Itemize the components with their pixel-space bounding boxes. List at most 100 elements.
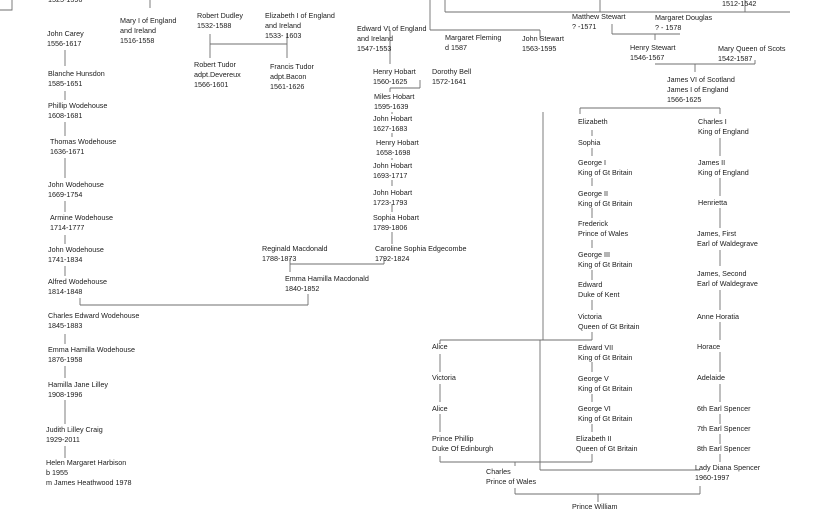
- person-line: James, Second: [697, 269, 747, 278]
- person-line: 1693-1717: [373, 171, 408, 180]
- person-alice-2: Alice: [432, 404, 448, 414]
- person-line: 1960-1997: [695, 473, 730, 482]
- person-line: 1516-1558: [120, 36, 155, 45]
- person-line: George II: [578, 189, 608, 198]
- person-line: George III: [578, 250, 610, 259]
- person-line: Duke of Kent: [578, 290, 620, 299]
- person-line: 1525-1596: [48, 0, 82, 5]
- person-line: John Stewart: [522, 34, 564, 43]
- person-line: Frederick: [578, 219, 608, 228]
- person-line: King of England: [698, 168, 749, 177]
- person-line: Queen of Gt Britain: [578, 322, 640, 331]
- person-line: 1533- 1603: [265, 31, 302, 40]
- person-line: Armine Wodehouse: [50, 213, 113, 222]
- person-line: King of Gt Britain: [578, 414, 633, 423]
- person-line: Thomas Wodehouse: [50, 137, 117, 146]
- person-line: Alice: [432, 342, 448, 351]
- person-line: King of Gt Britain: [578, 384, 633, 393]
- person-line: Caroline Sophia Edgecombe: [375, 244, 467, 253]
- person-line: Blanche Hunsdon: [48, 69, 105, 78]
- person-elizabeth: Elizabeth: [578, 117, 608, 127]
- person-line: and Ireland: [265, 21, 301, 30]
- person-line: Queen of Gt Britain: [576, 444, 638, 453]
- person-line: 8th Earl Spencer: [697, 444, 751, 453]
- person-line: Elizabeth I of England: [265, 11, 335, 20]
- person-line: Hamilla Jane Lilley: [48, 380, 108, 389]
- connector: [0, 0, 13, 11]
- person-line: Elizabeth: [578, 117, 608, 126]
- person-line: King of England: [698, 127, 749, 136]
- person-victoria: Victoria: [432, 373, 456, 383]
- person-line: 1561-1626: [270, 82, 305, 91]
- person-alice-1: Alice: [432, 342, 448, 352]
- person-line: 1789-1806: [373, 223, 408, 232]
- person-line: Horace: [697, 342, 721, 351]
- person-line: 1723-1793: [373, 198, 408, 207]
- person-line: Henrietta: [698, 198, 728, 207]
- person-line: Reginald Macdonald: [262, 244, 328, 253]
- person-line: Charles Edward Wodehouse: [48, 311, 140, 320]
- person-line: Edward VI of England: [357, 24, 427, 33]
- person-line: 1814-1848: [48, 287, 83, 296]
- person-line: ? - 1578: [655, 23, 682, 32]
- person-line: Alfred Wodehouse: [48, 277, 108, 286]
- person-line: Lady Diana Spencer: [695, 463, 761, 472]
- person-line: 6th Earl Spencer: [697, 404, 751, 413]
- person-line: Margaret Douglas: [655, 13, 713, 22]
- person-line: Sophia Hobart: [373, 213, 419, 222]
- person-line: Miles Hobart: [374, 92, 415, 101]
- person-line: b 1955: [46, 468, 68, 477]
- person-line: and Ireland: [357, 34, 393, 43]
- person-line: Henry Hobart: [376, 138, 419, 147]
- person-line: 1636-1671: [50, 147, 85, 156]
- person-line: 7th Earl Spencer: [697, 424, 751, 433]
- person-line: 1532-1588: [197, 21, 232, 30]
- person-line: James II: [698, 158, 726, 167]
- person-line: Henry Hobart: [373, 67, 416, 76]
- person-line: George VI: [578, 404, 611, 413]
- person-horace: Horace: [697, 342, 720, 352]
- person-sophia: Sophia: [578, 138, 600, 148]
- person-anne-horatia: Anne Horatia: [697, 312, 739, 322]
- person-line: King of Gt Britain: [578, 260, 633, 269]
- person-line: 1547-1553: [357, 44, 392, 53]
- person-line: George V: [578, 374, 609, 383]
- person-line: King of Gt Britain: [578, 199, 633, 208]
- person-line: James, First: [697, 229, 737, 238]
- person-line: James VI of Scotland: [667, 75, 735, 84]
- person-line: Adelaide: [697, 373, 725, 382]
- person-line: John Hobart: [373, 161, 413, 170]
- person-line: 1608-1681: [48, 111, 83, 120]
- person-line: Prince William: [572, 502, 618, 511]
- person-line: John Carey: [47, 29, 84, 38]
- person-line: 1908-1996: [48, 390, 83, 399]
- person-seventh-earl-spencer: 7th Earl Spencer: [697, 424, 751, 434]
